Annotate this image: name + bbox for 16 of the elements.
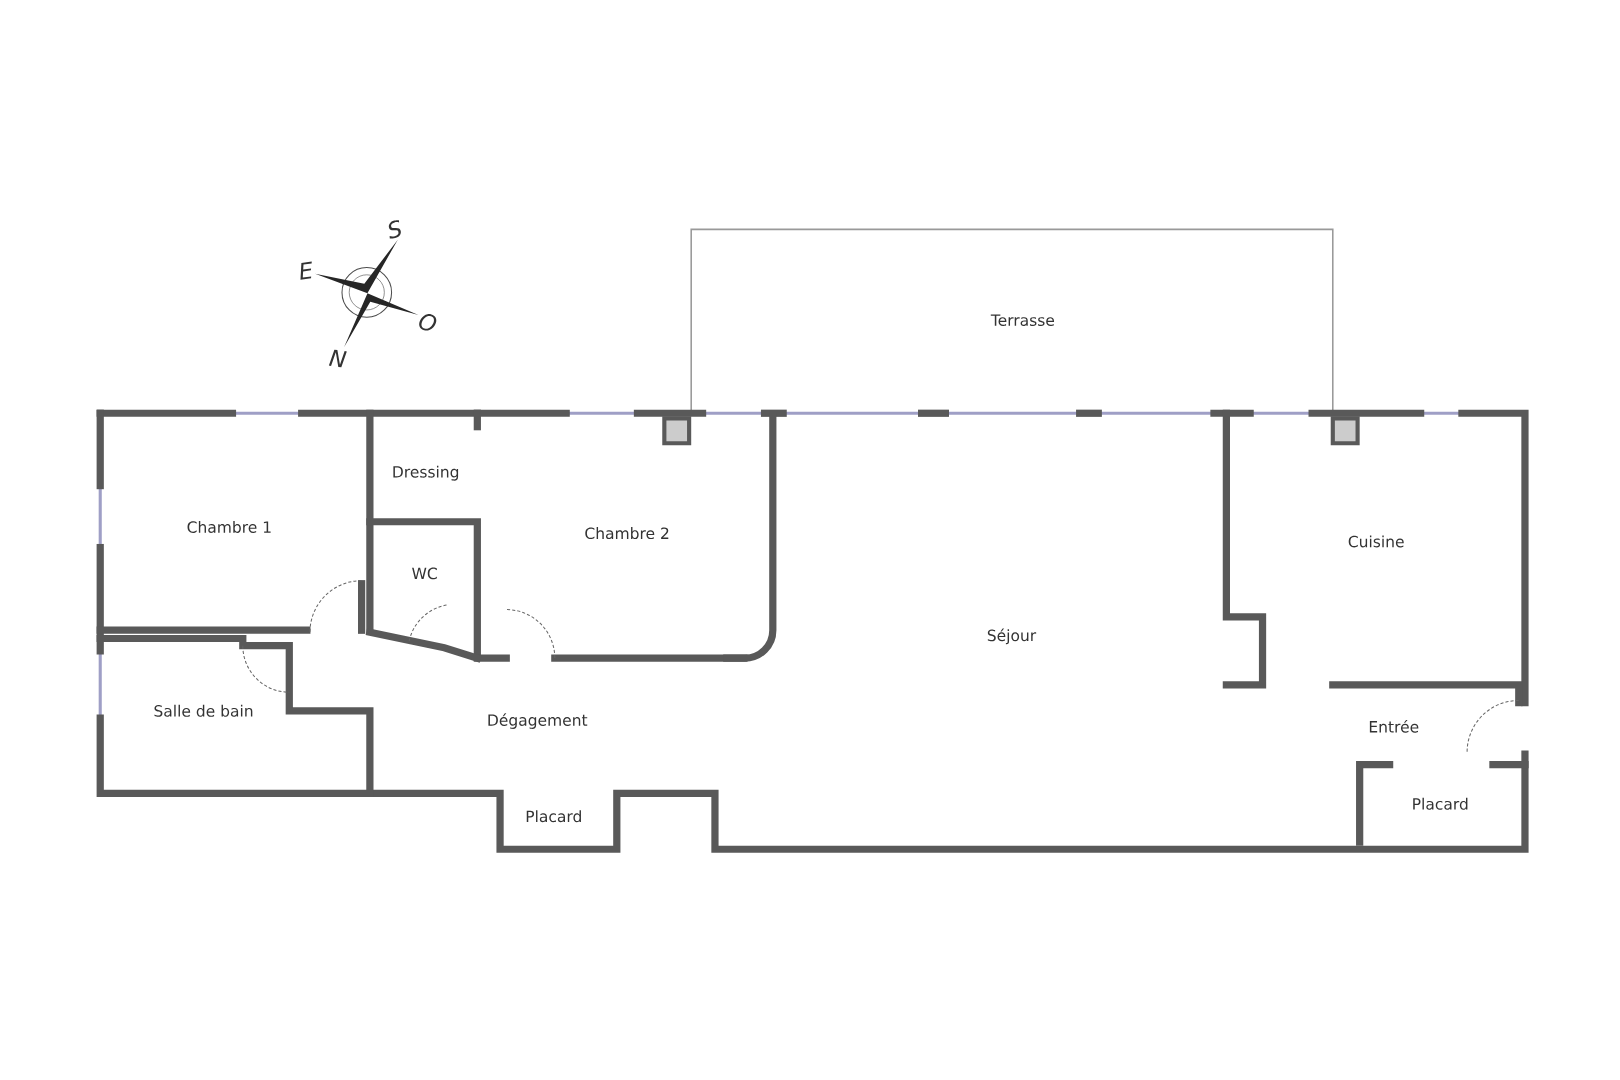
compass-letter: O [419,314,437,331]
compass-letter: N [328,349,347,368]
room-label: Entrée [1369,720,1419,733]
room-label: Cuisine [1348,535,1404,548]
room-label: Chambre 2 [585,527,669,540]
room-label: WC [412,567,437,580]
compass-letter: S [388,220,401,239]
compass-letter: E [300,261,312,280]
room-label: Salle de bain [154,705,253,717]
room-label: Placard [526,810,581,823]
room-label: Placard [1413,798,1468,810]
room-label: Chambre 1 [187,521,271,534]
room-label: Terrasse [990,314,1055,327]
room-label: Dressing [393,465,459,481]
room-label: Dégagement [488,713,588,730]
room-label: Séjour [987,628,1037,645]
